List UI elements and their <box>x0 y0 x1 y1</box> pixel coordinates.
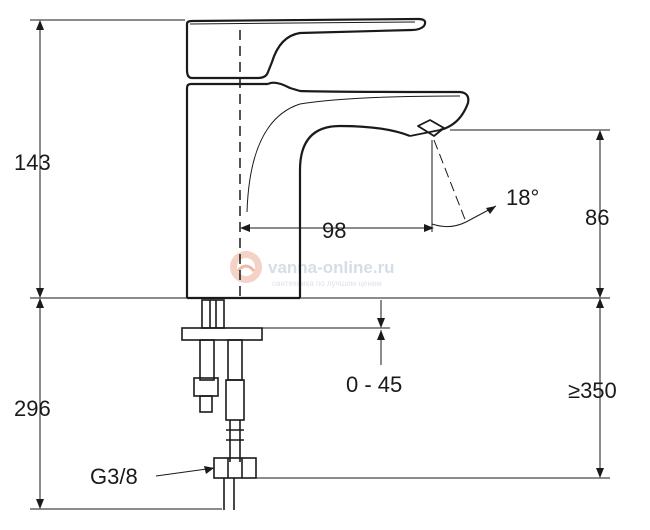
watermark: vanna-online.ru сантехника по лучшим цен… <box>230 251 395 288</box>
spout-top <box>267 81 470 132</box>
spout-outlet-height-label: 86 <box>585 205 609 230</box>
spout-reach-label: 98 <box>322 218 346 243</box>
lever-handle-inner <box>189 21 416 25</box>
dimension-lines <box>30 19 610 510</box>
watermark-logo-icon <box>230 251 262 283</box>
faucet-column <box>185 82 268 298</box>
faucet-body <box>185 17 470 300</box>
watermark-tagline: сантехника по лучшим ценам <box>272 279 382 288</box>
mounting-assembly <box>181 299 263 510</box>
spout-bottom <box>298 124 411 298</box>
arrowheads <box>36 20 604 509</box>
lever-handle <box>185 17 427 80</box>
min-clearance-label: ≥350 <box>568 378 617 403</box>
aerator <box>409 119 445 137</box>
connection-thread-label: G3/8 <box>90 464 138 489</box>
spray-angle-label: 18° <box>506 185 539 210</box>
height-above-deck-label: 143 <box>14 150 51 175</box>
deck-thickness-label: 0 - 45 <box>346 372 402 397</box>
body-highlight <box>246 95 461 213</box>
height-below-deck-label: 296 <box>14 396 51 421</box>
watermark-site: vanna-online.ru <box>268 258 395 277</box>
